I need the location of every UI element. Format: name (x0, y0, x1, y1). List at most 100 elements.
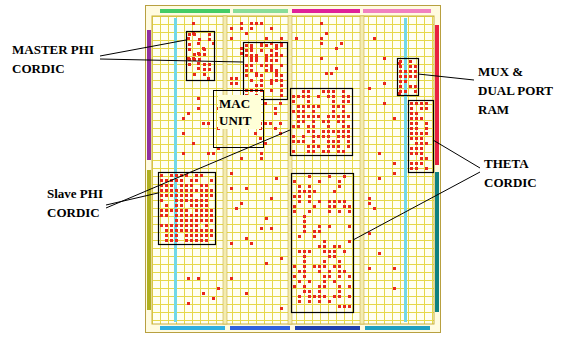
cell-dot (255, 54, 258, 57)
cell-dot (280, 64, 283, 67)
cell-dot (342, 90, 345, 93)
cell-dot (207, 122, 210, 125)
cell-dot (307, 90, 310, 93)
pad-strip (292, 9, 360, 13)
cell-dot (180, 179, 183, 182)
cell-dot (347, 125, 350, 128)
cell-dot (327, 135, 330, 138)
cell-dot (188, 63, 191, 66)
cell-dot (302, 135, 305, 138)
cell-dot (328, 205, 331, 208)
cell-dots (160, 22, 428, 310)
cell-dot (260, 227, 263, 230)
cell-dot (332, 90, 335, 93)
cell-dot (332, 105, 335, 108)
cell-dot (230, 277, 233, 280)
cell-dot (337, 120, 340, 123)
power-rail (404, 18, 407, 322)
cell-dot (318, 180, 321, 183)
cell-dot (185, 239, 188, 242)
cell-dot (175, 239, 178, 242)
cell-dot (298, 195, 301, 198)
cell-dot (245, 292, 248, 295)
cell-dot (255, 72, 258, 75)
pad-ring (146, 6, 441, 333)
cell-dot (203, 48, 206, 51)
cell-dot (383, 82, 386, 85)
cell-dot (302, 115, 305, 118)
cell-dot (420, 117, 423, 120)
cell-dot (185, 219, 188, 222)
cell-dot (192, 22, 195, 25)
cell-dot (269, 122, 272, 125)
cell-dot (327, 90, 330, 93)
cell-dot (195, 219, 198, 222)
cell-dot (270, 79, 273, 82)
cell-dot (337, 115, 340, 118)
cell-dot (420, 132, 423, 135)
cell-dot (338, 200, 341, 203)
cell-dot (323, 285, 326, 288)
cell-dot (254, 132, 257, 135)
pad-strip (365, 326, 430, 330)
cell-dot (338, 265, 341, 268)
cell-dot (307, 150, 310, 153)
cell-dot (410, 137, 413, 140)
cell-dot (260, 49, 263, 52)
cell-dot (160, 209, 163, 212)
cell-dot (313, 205, 316, 208)
cell-dot (195, 229, 198, 232)
cell-dot (185, 189, 188, 192)
cell-dot (342, 105, 345, 108)
cell-dot (205, 189, 208, 192)
cell-dot (312, 140, 315, 143)
cell-dot (280, 79, 283, 82)
cell-dot (297, 105, 300, 108)
cell-dot (348, 305, 351, 308)
cell-dot (318, 300, 321, 303)
cell-dot (303, 275, 306, 278)
cell-dot (185, 184, 188, 187)
cell-dot (255, 57, 258, 60)
cell-dot (260, 22, 263, 25)
cell-dot (293, 285, 296, 288)
cell-dot (190, 189, 193, 192)
cell-dot (210, 234, 213, 237)
cell-dot (195, 239, 198, 242)
region-outlines (159, 32, 434, 313)
cell-dot (303, 225, 306, 228)
cell-dot (298, 190, 301, 193)
cell-dot (347, 95, 350, 98)
cell-dot (170, 184, 173, 187)
cell-dot (303, 215, 306, 218)
cell-dot (208, 63, 211, 66)
cell-dot (312, 105, 315, 108)
pad-strip (435, 25, 439, 165)
cell-dot (303, 290, 306, 293)
cell-dot (399, 65, 402, 68)
cell-dot (410, 147, 413, 150)
cell-dot (185, 199, 188, 202)
cell-dot (197, 62, 200, 65)
cell-dot (293, 210, 296, 213)
cell-dot (170, 209, 173, 212)
cell-dot (318, 270, 321, 273)
cell-dot (165, 194, 168, 197)
region-box (292, 174, 354, 313)
callout-label: MUX & DUAL PORT RAM (478, 62, 560, 119)
cell-dot (292, 110, 295, 113)
cell-dot (337, 135, 340, 138)
cell-dot (197, 107, 200, 110)
cell-dot (325, 72, 328, 75)
cell-dot (317, 95, 320, 98)
cell-dot (338, 285, 341, 288)
cell-dot (170, 174, 173, 177)
cell-dot (175, 214, 178, 217)
cell-dot (270, 227, 273, 230)
cell-dot (160, 214, 163, 217)
cell-dot (293, 265, 296, 268)
cell-dot (307, 145, 310, 148)
cell-dot (185, 194, 188, 197)
cell-dot (165, 224, 168, 227)
cell-dot (230, 82, 233, 85)
